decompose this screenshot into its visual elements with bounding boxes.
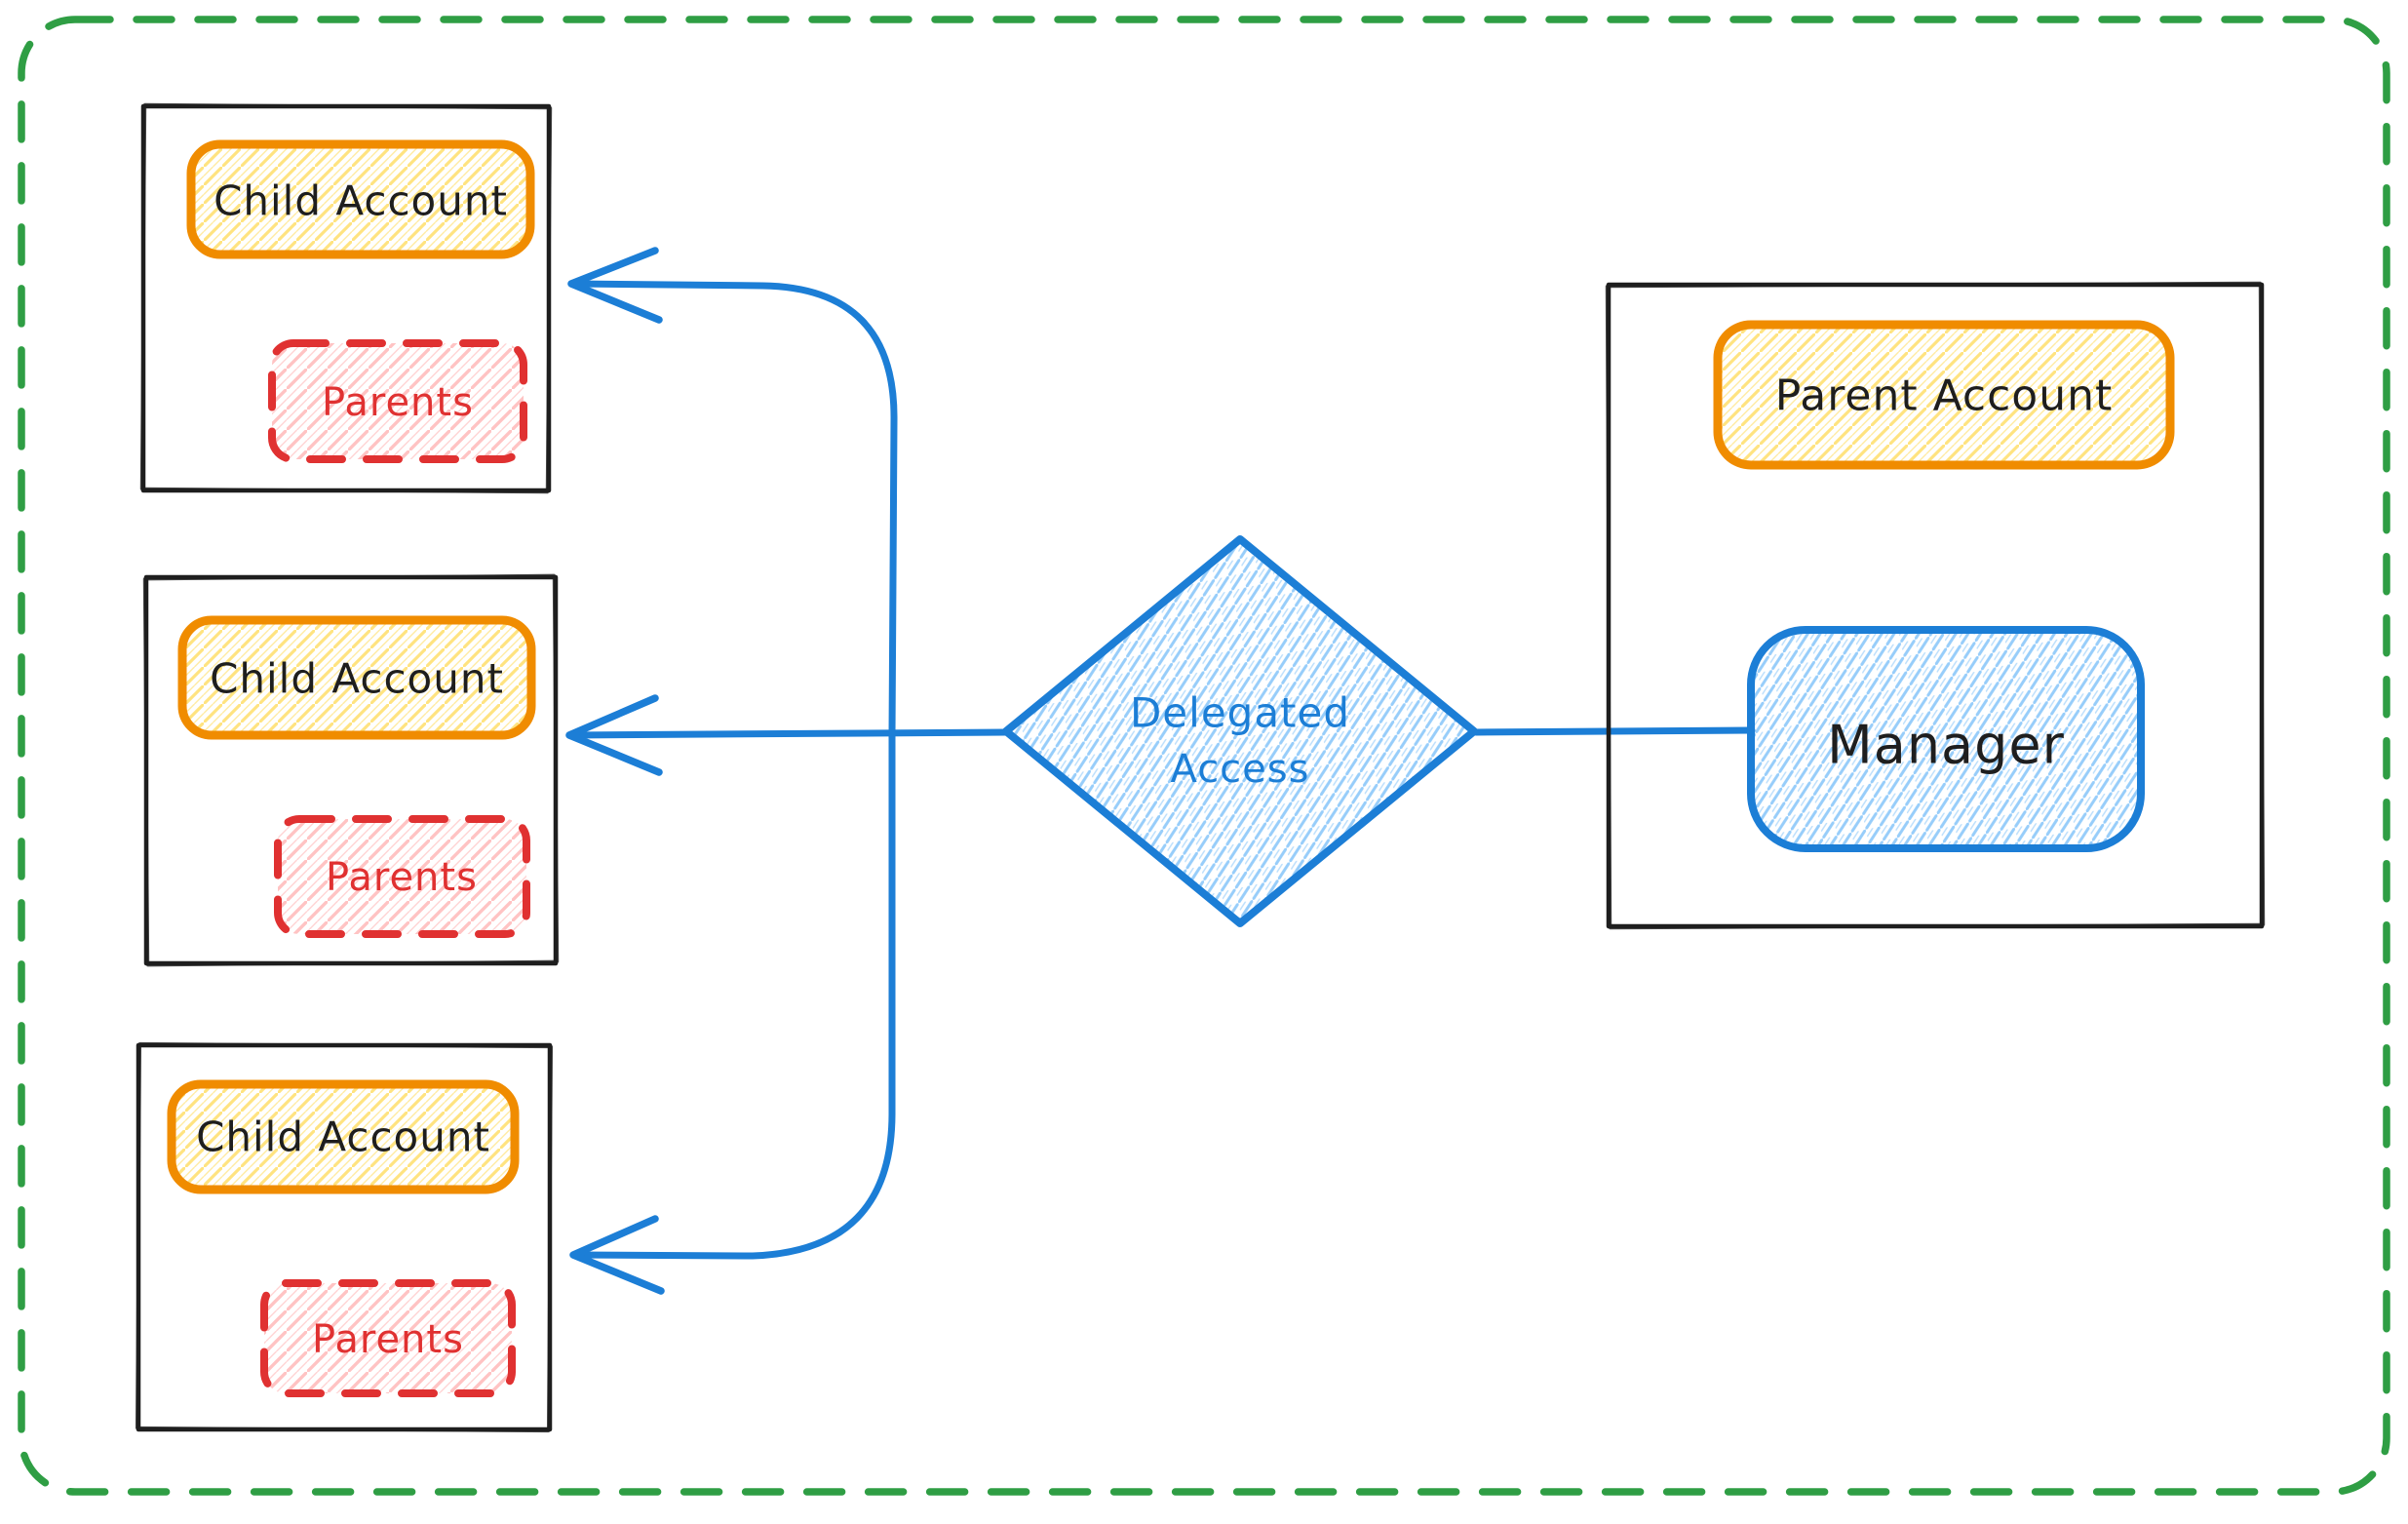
card-outline-sketch-stroke: [139, 102, 553, 494]
account-type-label: Parent Account: [1775, 371, 2114, 421]
card-outline-sketch-stroke: [135, 1041, 554, 1433]
child-account-card-2: Child Account Parents: [142, 573, 560, 967]
connectors: [565, 247, 1756, 1295]
diamond-label-line1: Delegated: [1130, 689, 1350, 737]
arrowhead-child2-icon: [565, 694, 663, 776]
branch-to-child1-line: [569, 280, 898, 738]
diamond-to-child2-line: [565, 728, 1011, 739]
arrowhead-child1-icon: [567, 247, 663, 324]
account-type-badge: [177, 615, 536, 740]
delegated-access-diamond: Delegated Access: [1002, 535, 1478, 927]
manager-label: Manager: [1827, 715, 2065, 776]
parents-badge: [260, 1279, 516, 1397]
arrowhead-child3-icon: [569, 1215, 665, 1295]
parents-badge: [274, 815, 530, 938]
parents-label: Parents: [322, 380, 474, 425]
card-outline-sketch-stroke: [1605, 281, 2266, 930]
branch-to-child3-line: [571, 730, 896, 1260]
account-type-badge: [186, 139, 535, 259]
parents-label: Parents: [326, 855, 478, 900]
manager-box: [1747, 626, 2145, 852]
child-account-card-1: Child Account Parents: [139, 102, 553, 494]
account-type-badge: [1713, 320, 2175, 470]
diamond-label-line2: Access: [1171, 747, 1310, 792]
account-type-badge: [167, 1079, 520, 1194]
parents-badge: [268, 339, 527, 463]
account-type-label: Child Account: [196, 1114, 490, 1161]
account-type-label: Child Account: [210, 655, 504, 703]
diamond-shape: [1002, 535, 1478, 927]
canvas-frame-border: [18, 16, 2390, 1496]
parents-label: Parents: [312, 1317, 464, 1362]
account-type-label: Child Account: [214, 177, 508, 225]
parent-account-card: Parent Account Manager: [1605, 281, 2266, 930]
manager-to-diamond-line: [1472, 726, 1756, 736]
card-outline-sketch-stroke: [142, 573, 560, 967]
child-account-card-3: Child Account Parents: [135, 1041, 554, 1433]
